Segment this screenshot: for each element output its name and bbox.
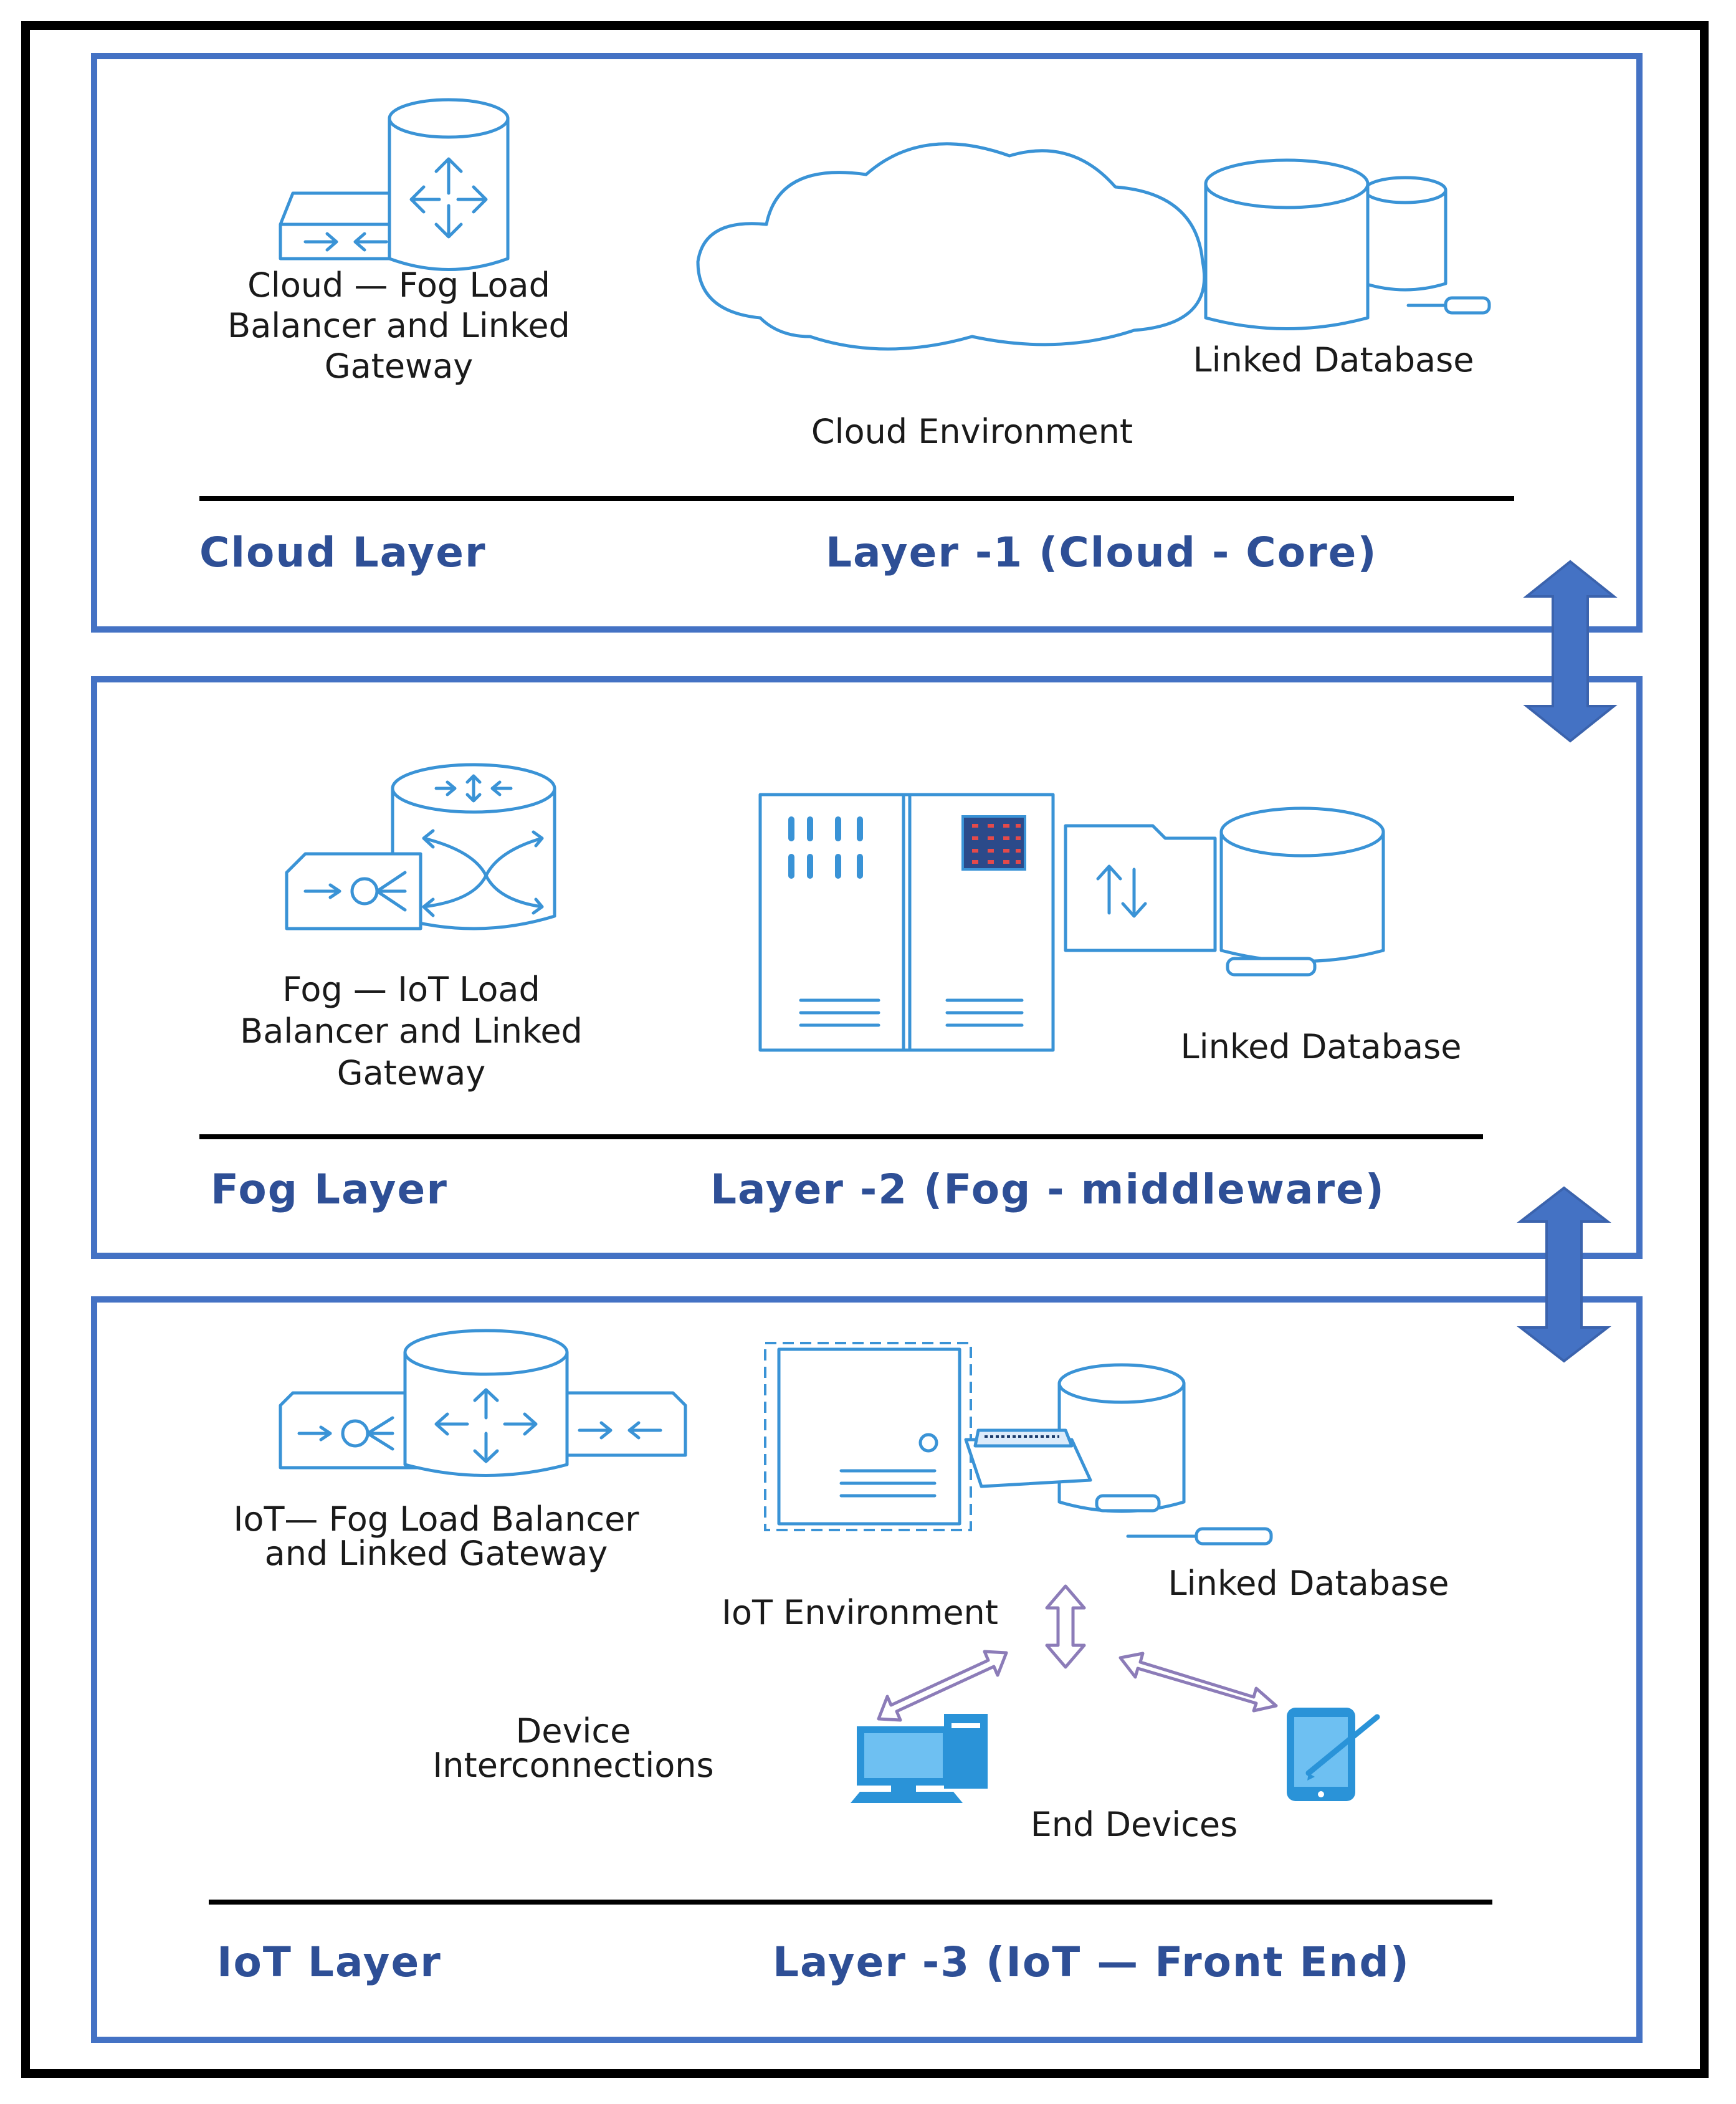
fog-database-icon — [1064, 806, 1385, 977]
desktop-computer-icon — [851, 1714, 988, 1803]
iot-right-diagonal-arrow-icon — [1118, 1652, 1278, 1713]
cloud-gateway-icon — [279, 98, 510, 271]
cloud-gateway-label-line3: Gateway — [324, 347, 474, 386]
iot-vertical-arrow-icon — [1045, 1584, 1086, 1669]
fog-server-rack-icon — [758, 793, 1055, 1052]
fog-gateway-icon — [285, 763, 556, 930]
cloud-gateway-label-line2: Balancer and Linked — [227, 306, 570, 345]
cloud-layer-title: Layer -1 (Cloud - Core) — [826, 528, 1378, 576]
fog-gateway-label-line1: Fog — IoT Load — [282, 970, 540, 1009]
cloud-layer-name: Cloud Layer — [199, 528, 487, 576]
fog-gateway-label-line2: Balancer and Linked — [240, 1011, 583, 1051]
iot-left-diagonal-arrow-icon — [877, 1650, 1008, 1722]
cloud-layer-rule — [199, 496, 1514, 501]
cloud-icon — [696, 142, 1206, 351]
cloud-gateway-label-line1: Cloud — Fog Load — [247, 265, 550, 305]
iot-layer-name: IoT Layer — [217, 1938, 442, 1986]
tablet-icon — [1287, 1708, 1380, 1801]
cloud-fog-double-arrow-icon — [1523, 560, 1618, 743]
device-interconnections-label-line1: Device — [515, 1711, 631, 1751]
fog-layer-name: Fog Layer — [211, 1165, 448, 1213]
cloud-database-icon — [1204, 158, 1491, 330]
cloud-database-label: Linked Database — [1193, 340, 1474, 380]
iot-environment-label: IoT Environment — [722, 1593, 998, 1632]
device-interconnections-label-line2: Interconnections — [432, 1746, 714, 1785]
iot-database-plug-icon — [1126, 1527, 1273, 1546]
fog-iot-double-arrow-icon — [1517, 1186, 1611, 1363]
fog-database-label: Linked Database — [1180, 1027, 1462, 1066]
fog-gateway-label-line3: Gateway — [336, 1053, 486, 1093]
iot-gateway-label-line1: IoT— Fog Load Balancer — [233, 1499, 639, 1539]
end-devices-label: End Devices — [1030, 1805, 1238, 1844]
iot-layer-rule — [209, 1900, 1492, 1905]
iot-gateway-icon — [279, 1329, 687, 1477]
fog-layer-title: Layer -2 (Fog - middleware) — [710, 1165, 1385, 1213]
outer-frame — [21, 21, 1709, 2078]
fog-layer-rule — [199, 1134, 1483, 1139]
iot-gateway-label-line2: and Linked Gateway — [264, 1534, 608, 1573]
iot-layer-title: Layer -3 (IoT — Front End) — [773, 1938, 1410, 1986]
iot-database-label: Linked Database — [1168, 1564, 1449, 1603]
cloud-environment-label: Cloud Environment — [811, 412, 1133, 451]
iot-server-icon — [764, 1342, 1186, 1531]
